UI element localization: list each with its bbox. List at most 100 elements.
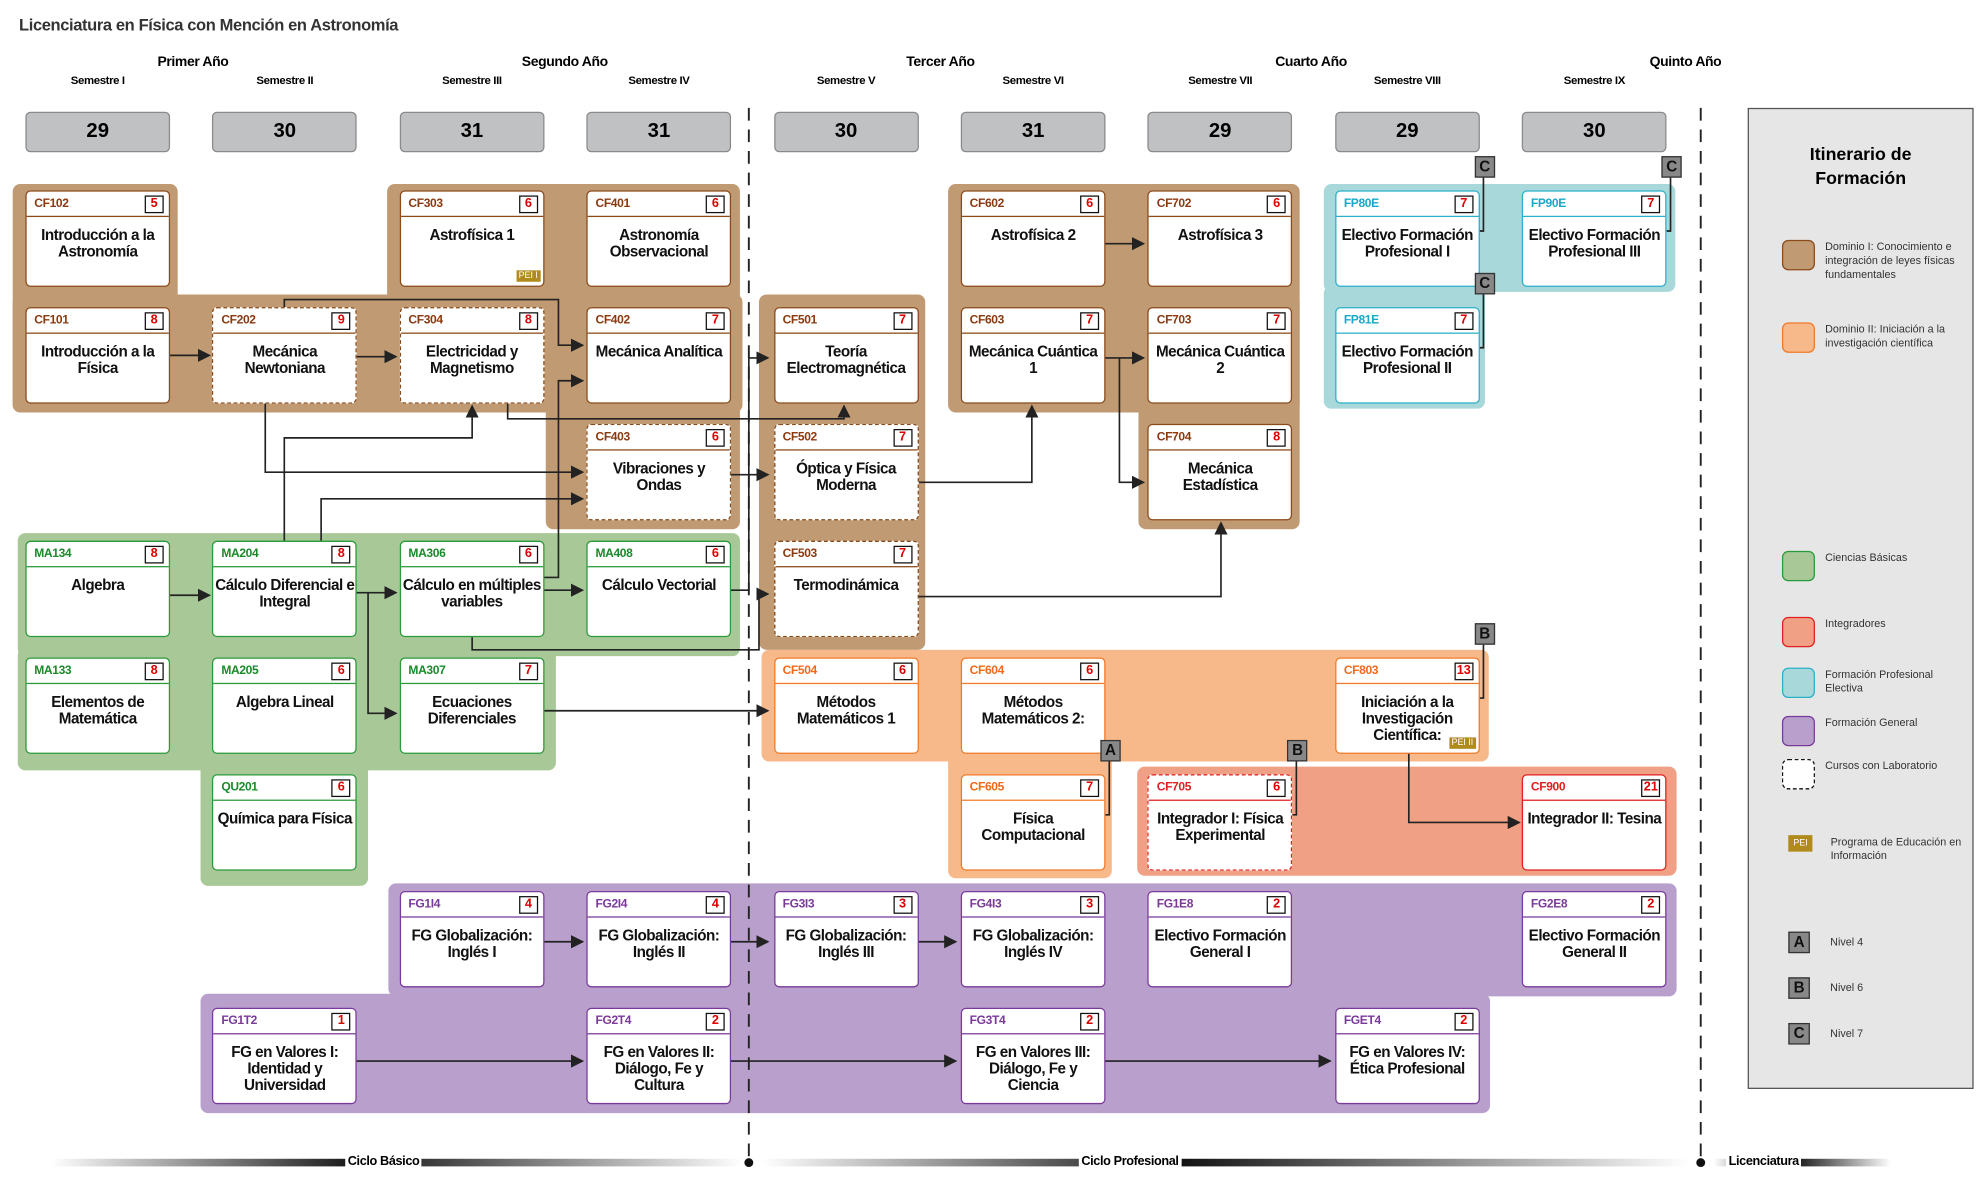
course-name: Elementos de Matemática: [51, 692, 145, 728]
level-connector: [1479, 291, 1485, 349]
course-credits: 2: [1642, 896, 1660, 912]
course-credits: 8: [145, 546, 163, 562]
course-credits: 3: [1081, 896, 1098, 912]
course-code: CF102: [34, 196, 69, 211]
prerequisite-arrow: [264, 403, 585, 479]
course-credits: 6: [1081, 196, 1098, 212]
semester-label: Semestre IV: [628, 73, 690, 87]
prerequisite-arrow: [915, 521, 1228, 598]
course-code: CF705: [1156, 780, 1192, 795]
credits-badge: 8: [331, 545, 351, 563]
credits-badge: 3: [1080, 895, 1100, 914]
course-credits: 7: [894, 312, 911, 329]
year-label: Primer Año: [157, 54, 229, 70]
course-name: FG en Valores II: Diálogo, Fe y Cultura: [603, 1043, 715, 1095]
domain-region-fg: [200, 993, 1491, 1114]
semester-credit-total: 29: [1334, 111, 1480, 153]
semester-label: Semestre V: [816, 73, 876, 87]
course-name: Física Computacional: [981, 809, 1085, 845]
prerequisite-arrow: [1118, 357, 1146, 489]
prerequisite-arrow: [915, 404, 1039, 484]
semester-credit-total: 30: [1522, 111, 1667, 153]
pei-badge: PEI: [1788, 835, 1813, 852]
credits-badge: 6: [331, 661, 351, 680]
course-name: FG en Valores I: Identidad y Universidad: [231, 1043, 339, 1095]
credits-badge: 7: [705, 311, 725, 330]
course-name: Astrofísica 2: [990, 225, 1076, 244]
legend-swatch: [1781, 715, 1815, 747]
pei-badge: PEI I: [516, 270, 541, 282]
legend-label: Dominio II: Iniciación a la investigació…: [1825, 322, 1946, 350]
course-name: FG Globalización: Inglés IV: [972, 926, 1094, 961]
prerequisite-arrow: [320, 492, 585, 541]
course-name: Cálculo Vectorial: [601, 576, 717, 594]
level-connector: [1479, 175, 1485, 232]
course-credits: 8: [520, 312, 537, 329]
course-code: FG1I4: [408, 897, 441, 912]
level-badge: C: [1474, 156, 1495, 178]
legend-swatch: [1781, 758, 1815, 790]
course-name: Termodinámica: [793, 576, 899, 594]
level-badge: B: [1287, 739, 1308, 762]
course-name: Óptica y Física Moderna: [796, 459, 896, 494]
legend-label: Programa de Educación en Información: [1830, 835, 1962, 862]
course-code: CF900: [1530, 780, 1566, 795]
course-credits: 9: [333, 312, 350, 329]
course-code: CF304: [408, 313, 443, 328]
credits-badge: 7: [1641, 194, 1661, 213]
prerequisite-arrow: [283, 404, 479, 541]
